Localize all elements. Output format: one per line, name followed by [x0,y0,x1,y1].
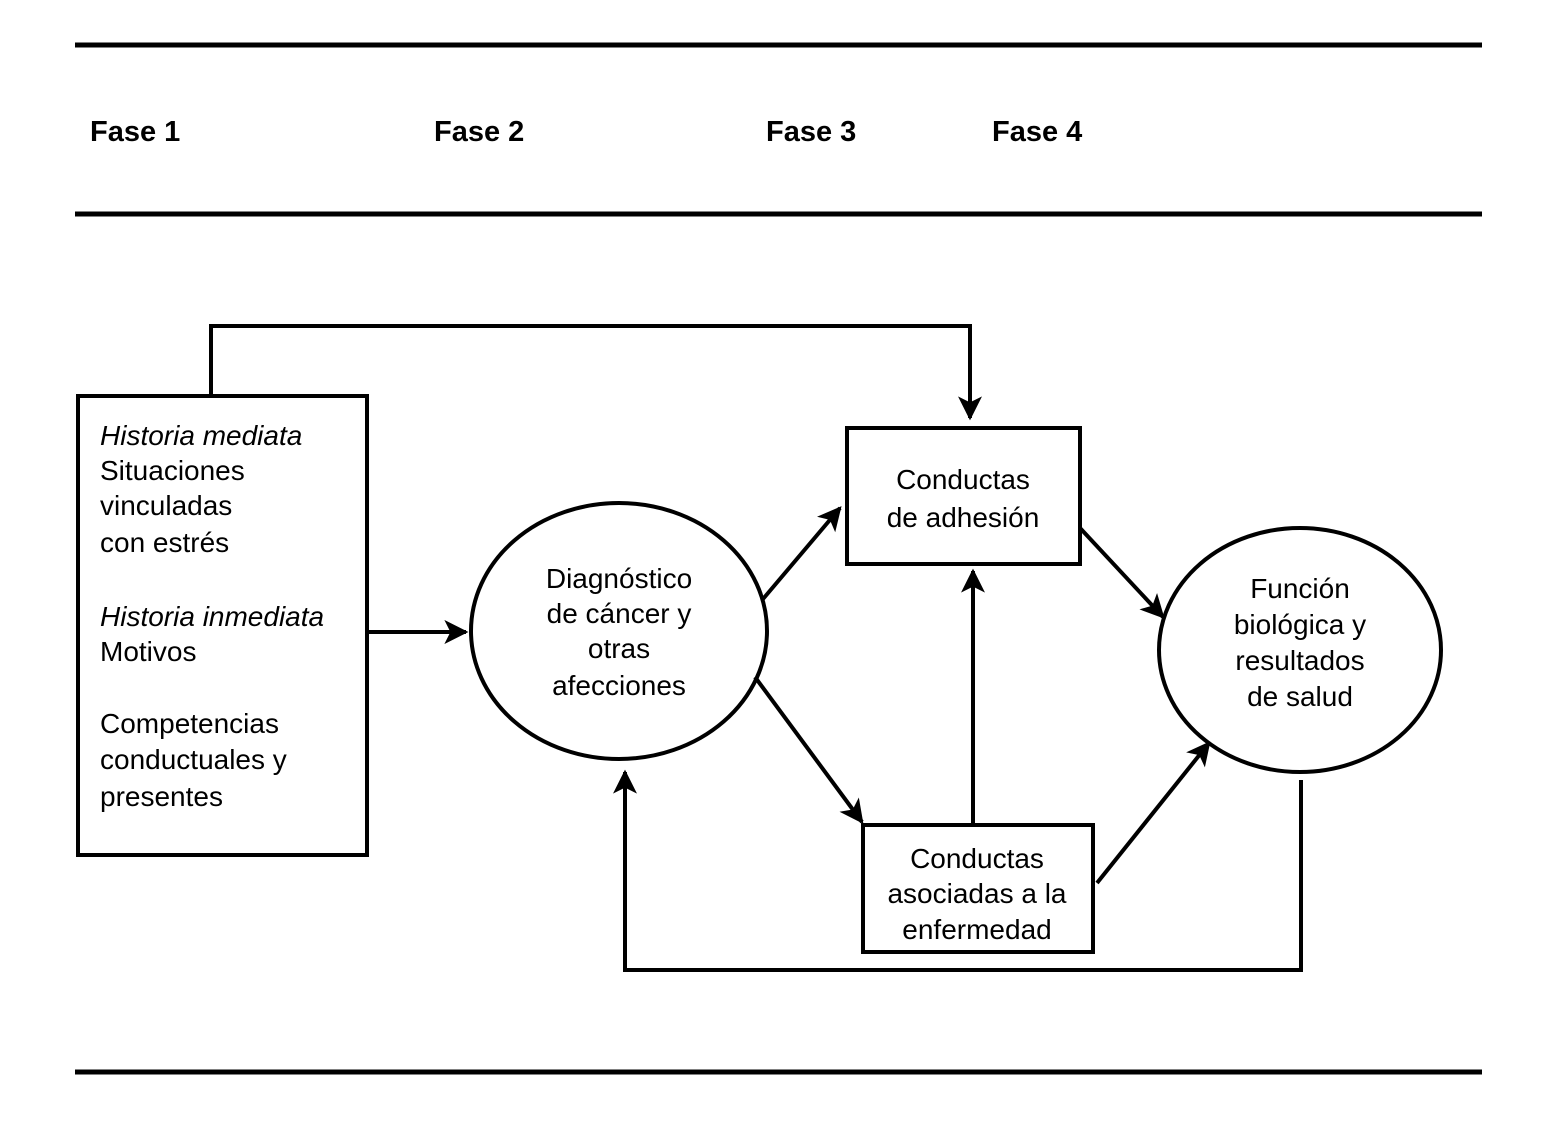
diagnosis-ellipse-line-3: otras [588,633,650,664]
outcome-ellipse-line-3: resultados [1235,645,1364,676]
illness-box-line-3: enfermedad [902,914,1051,945]
history-box-line-10: conductuales y [100,744,287,775]
diagnosis-ellipse-line-4: afecciones [552,670,686,701]
adherence-box-line-1: Conductas [896,464,1030,495]
illness-box-line-1: Conductas [910,843,1044,874]
history-box-line-2: Situaciones [100,455,245,486]
phase-label-1: Fase 1 [90,116,180,148]
history-box-line-3: vinculadas [100,490,232,521]
edge-adherence-to-outcome [1078,526,1165,619]
adherence-box-line-2: de adhesión [887,502,1040,533]
edge-diagnosis-to-illness [753,675,864,824]
edge-outcome-feedback-to-diagnosis [613,769,1303,972]
edge-diagnosis-to-adherence [761,506,842,601]
history-box-line-7: Motivos [100,636,196,667]
history-box-line-11: presentes [100,781,223,812]
diagnosis-ellipse-line-1: Diagnóstico [546,563,692,594]
history-box-line-6: Historia inmediata [100,601,324,632]
edge-illness-to-outcome [1095,741,1211,885]
edge-history-feedback-to-adherence [209,324,982,421]
history-box-line-9: Competencias [100,708,279,739]
illness-box [861,823,1095,954]
outcome-ellipse-line-4: de salud [1247,681,1353,712]
history-box-line-1: Historia mediata [100,420,302,451]
phase-label-3: Fase 3 [766,116,856,148]
illness-box-line-2: asociadas a la [887,878,1066,909]
phase-label-4: Fase 4 [992,116,1082,148]
outcome-ellipse [1157,526,1443,774]
adherence-box [845,426,1082,566]
history-box [76,394,369,857]
history-box-line-4: con estrés [100,527,229,558]
outcome-ellipse-line-2: biológica y [1234,609,1366,640]
diagnosis-ellipse-line-2: de cáncer y [547,598,692,629]
diagnosis-ellipse [469,501,769,761]
phase-label-2: Fase 2 [434,116,524,148]
outcome-ellipse-line-1: Función [1250,573,1350,604]
